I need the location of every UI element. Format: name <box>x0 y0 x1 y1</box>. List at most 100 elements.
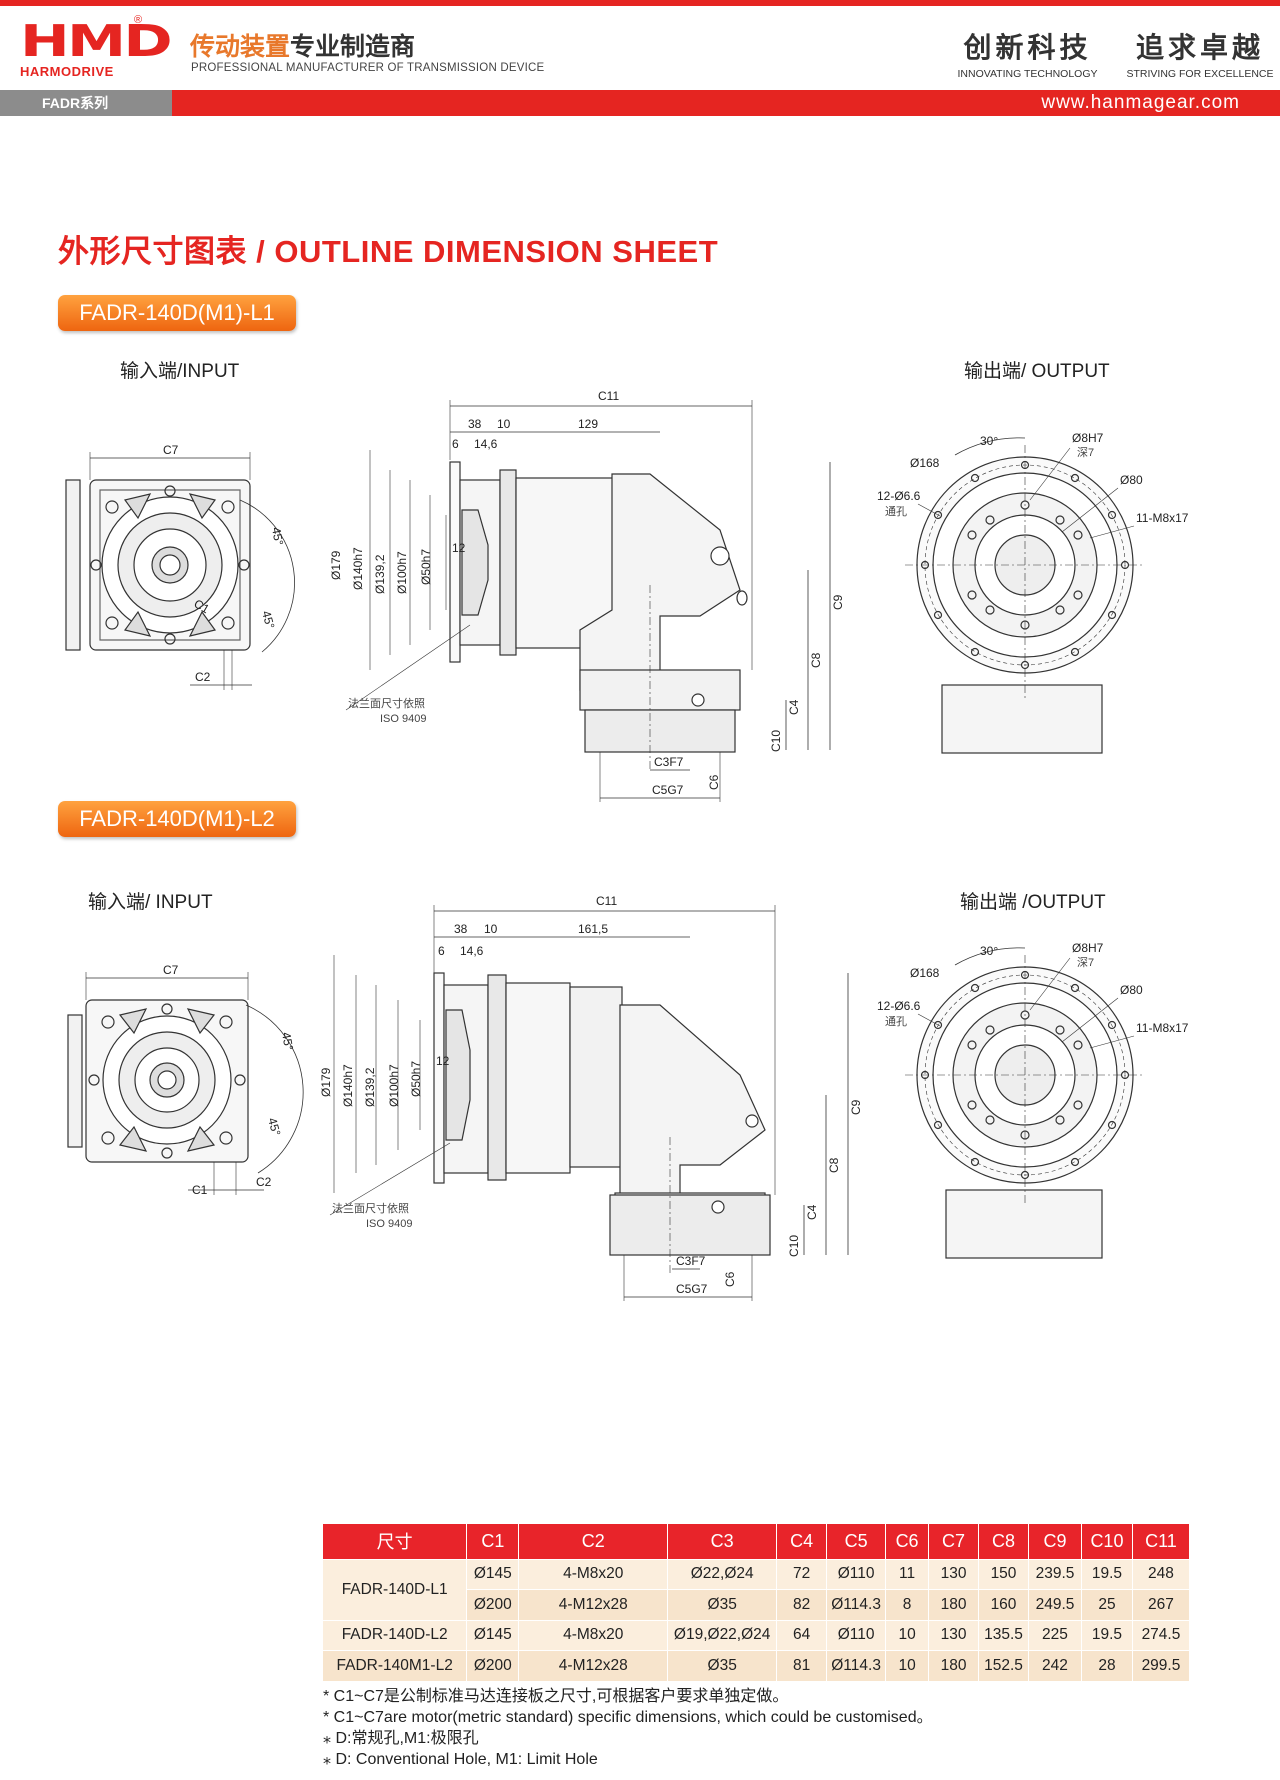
flange-note-iso: ISO 9409 <box>380 713 426 725</box>
output-label-l1: 输出端/ OUTPUT <box>964 361 1110 382</box>
table-header: C2 <box>518 1524 669 1559</box>
logo-mark: HMD <box>20 16 173 67</box>
dim-c11: C11 <box>598 389 619 403</box>
table-header: C8 <box>978 1524 1029 1559</box>
footnotes: * C1~C7是公制标准马达连接板之尺寸,可根据客户要求单独定做。 * C1~C… <box>323 1686 933 1770</box>
table-header: C4 <box>776 1524 828 1559</box>
table-row: FADR-140D-L2 Ø145 4-M8x20 Ø19,Ø22,Ø24 64… <box>323 1619 1191 1651</box>
dim-o168: Ø168 <box>910 456 940 470</box>
table-cell: 19.5 <box>1081 1619 1133 1651</box>
dim-30deg: 30° <box>980 434 998 448</box>
table-cell: 4-M12x28 <box>518 1589 669 1620</box>
table-header: C5 <box>826 1524 887 1559</box>
table-cell: 8 <box>885 1589 930 1620</box>
output-view-l2: 30° Ø168 Ø8H7 深7 Ø80 12-Ø6.6 通孔 11-M8x17 <box>877 941 1189 1259</box>
dim-through-l2: 通孔 <box>885 1015 907 1028</box>
dim-d140: Ø140h7 <box>351 547 365 590</box>
slogan-innovating: 创新科技 INNOVATING TECHNOLOGY <box>957 31 1098 80</box>
tagline-en: PROFESSIONAL MANUFACTURER OF TRANSMISSIO… <box>191 62 545 74</box>
table-header: C7 <box>928 1524 980 1559</box>
dim-o8h7: Ø8H7 <box>1072 431 1104 445</box>
page-title: 外形尺寸图表 / OUTLINE DIMENSION SHEET <box>58 234 719 269</box>
dim-c10-l2: C10 <box>787 1235 801 1257</box>
table-cell: 135.5 <box>978 1619 1029 1651</box>
dim-6-l2: 6 <box>438 944 445 958</box>
drawing-l2: C7 45° 45° C1 C2 C11 38 10 161,5 6 14,6 <box>0 875 1280 1315</box>
dim-c7-l2: C7 <box>163 963 179 977</box>
table-cell: Ø200 <box>466 1650 520 1681</box>
dim-c6: C6 <box>707 774 721 790</box>
dim-deep7-l2: 深7 <box>1077 956 1094 969</box>
table-cell: 274.5 <box>1132 1619 1191 1651</box>
table-cell: 152.5 <box>978 1650 1029 1681</box>
dim-10-l2: 10 <box>484 922 498 936</box>
dim-d50: Ø50h7 <box>419 549 433 585</box>
dim-deep7: 深7 <box>1077 446 1094 459</box>
footnote: ⁎ D:常规孔,M1:极限孔 <box>323 1730 479 1747</box>
dim-c3: C3F7 <box>654 755 684 769</box>
table-cell: Ø35 <box>667 1650 778 1681</box>
slogan-excellence: 追求卓越 STRIVING FOR EXCELLENCE <box>1126 31 1274 80</box>
footnote: * C1~C7are motor(metric standard) specif… <box>323 1709 933 1726</box>
dim-c9: C9 <box>831 594 845 610</box>
dim-d140-l2: Ø140h7 <box>341 1064 355 1107</box>
dim-angle-b-l2: 45° <box>265 1116 283 1137</box>
table-cell: 242 <box>1028 1650 1082 1681</box>
dim-d139-2: Ø139,2 <box>373 554 387 594</box>
dim-angle-a: 45° <box>269 526 286 547</box>
table-row: FADR-140M1-L2 Ø200 4-M12x28 Ø35 81 Ø114.… <box>323 1650 1191 1681</box>
flange-note-cn: 法兰面尺寸依照 <box>348 696 425 710</box>
table-cell: 249.5 <box>1028 1589 1082 1620</box>
dim-angle-a-l2: 45° <box>279 1031 296 1052</box>
dim-d179-l2: Ø179 <box>319 1067 333 1097</box>
table-cell: 239.5 <box>1028 1558 1082 1590</box>
dim-m8: 11-M8x17 <box>1136 511 1189 525</box>
dim-c2: C2 <box>195 670 211 684</box>
table-cell: 28 <box>1081 1650 1133 1681</box>
table-cell: 150 <box>978 1558 1029 1590</box>
table-header: C10 <box>1081 1524 1133 1559</box>
table-cell: Ø110 <box>826 1558 887 1590</box>
dim-c1: C1 <box>192 596 213 616</box>
table-cell-model: FADR-140D-L1 <box>323 1558 468 1620</box>
brand-logo[interactable]: HMD HARMODRIVE <box>20 20 173 80</box>
dim-length: 129 <box>578 417 598 431</box>
flange-note-cn-l2: 法兰面尺寸依照 <box>332 1201 409 1215</box>
dim-holes: 12-Ø6.6 <box>877 489 921 503</box>
table-cell: 4-M8x20 <box>518 1558 669 1590</box>
dim-30deg-l2: 30° <box>980 944 998 958</box>
dim-c4-l2: C4 <box>805 1204 819 1220</box>
table-cell: 248 <box>1132 1558 1191 1590</box>
input-label-l1: 输入端/INPUT <box>120 361 240 382</box>
drawing-l1: C7 45° 45° C1 C2 C11 38 10 129 6 14,6 <box>0 370 1280 820</box>
table-cell: 299.5 <box>1132 1650 1191 1681</box>
side-view-l2: C11 38 10 161,5 6 14,6 Ø179 Ø140h7 Ø139,… <box>319 894 863 1301</box>
dim-c8-l2: C8 <box>827 1157 841 1173</box>
table-cell: Ø110 <box>826 1619 887 1651</box>
header-top-line <box>0 0 1280 6</box>
dim-14-6: 14,6 <box>474 437 498 451</box>
table-cell: 180 <box>928 1650 980 1681</box>
table-cell: 180 <box>928 1589 980 1620</box>
dim-c10: C10 <box>769 730 783 752</box>
table-cell: 25 <box>1081 1589 1133 1620</box>
table-cell: 72 <box>776 1558 828 1590</box>
table-header: 尺寸 <box>323 1524 468 1559</box>
table-cell: Ø19,Ø22,Ø24 <box>667 1619 778 1651</box>
table-cell: 81 <box>776 1650 828 1681</box>
spec-table: 尺寸 C1 C2 C3 C4 C5 C6 C7 C8 C9 C10 C11 FA… <box>323 1524 1191 1681</box>
input-view-l1: C7 45° 45° C1 C2 <box>65 443 295 690</box>
dim-c2-l2: C2 <box>256 1175 272 1189</box>
table-cell: 130 <box>928 1619 980 1651</box>
dim-o8h7-l2: Ø8H7 <box>1072 941 1104 955</box>
website-link[interactable]: www.hanmagear.com <box>1041 92 1240 113</box>
dim-angle-b: 45° <box>259 609 277 630</box>
dim-d100: Ø100h7 <box>395 551 409 594</box>
table-cell: 267 <box>1132 1589 1191 1620</box>
table-cell-model: FADR-140D-L2 <box>323 1619 468 1651</box>
table-cell: 4-M8x20 <box>518 1619 669 1651</box>
table-header: C6 <box>885 1524 930 1559</box>
flange-note-iso-l2: ISO 9409 <box>366 1218 412 1230</box>
dim-holes-l2: 12-Ø6.6 <box>877 999 921 1013</box>
table-row: Ø200 4-M12x28 Ø35 82 Ø114.3 8 180 160 24… <box>323 1589 1191 1620</box>
